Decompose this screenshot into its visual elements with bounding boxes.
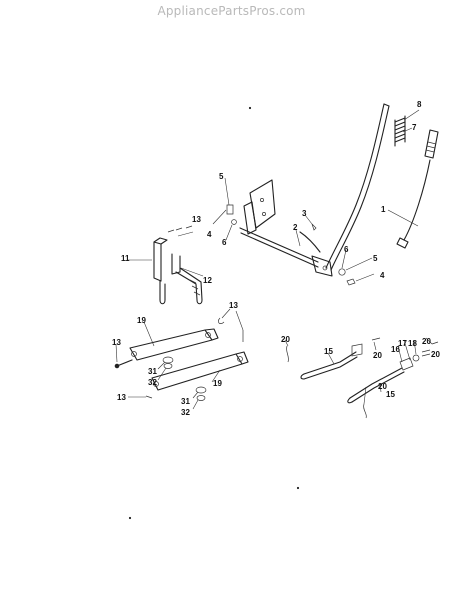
callout-3: 3 bbox=[302, 209, 307, 218]
callout-7: 8 bbox=[417, 100, 422, 109]
callout-31a: 31 bbox=[148, 367, 157, 376]
lift-link-right[interactable] bbox=[171, 253, 203, 305]
callout-13d: 13 bbox=[117, 393, 126, 402]
callout-20c: 20 bbox=[422, 337, 431, 346]
callout-15b: 15 bbox=[386, 390, 395, 399]
small-pins bbox=[286, 337, 439, 419]
callout-labels: 8 7 1 2 3 5 4 6 6 5 4 13 11 12 13 19 13 … bbox=[112, 100, 440, 417]
callout-5a: 5 bbox=[219, 172, 224, 181]
callout-13a: 13 bbox=[192, 215, 201, 224]
handle-grip[interactable] bbox=[424, 129, 439, 159]
callout-20a: 20 bbox=[281, 335, 290, 344]
lower-linkage-upper[interactable] bbox=[300, 343, 363, 380]
callout-11: 11 bbox=[121, 254, 130, 263]
mounting-bracket[interactable] bbox=[243, 179, 276, 235]
callout-31b: 31 bbox=[181, 397, 190, 406]
cotter-pins bbox=[167, 225, 244, 342]
callout-15a: 15 bbox=[324, 347, 333, 356]
callout-4a: 4 bbox=[207, 230, 212, 239]
callout-20b: 20 bbox=[373, 351, 382, 360]
callout-6b: 6 bbox=[344, 245, 349, 254]
spring-part[interactable] bbox=[394, 115, 406, 147]
callout-16: 16 bbox=[391, 345, 400, 354]
control-rod[interactable] bbox=[396, 159, 431, 249]
callout-32b: 32 bbox=[181, 408, 190, 417]
lift-link-left[interactable] bbox=[153, 237, 168, 305]
lift-arm-lower[interactable] bbox=[151, 351, 249, 391]
callout-5b: 5 bbox=[373, 254, 378, 263]
lift-shaft[interactable] bbox=[239, 227, 333, 277]
callout-18: 18 bbox=[408, 339, 417, 348]
hardware-small bbox=[226, 204, 356, 286]
lift-arm-upper[interactable] bbox=[129, 328, 219, 361]
lower-linkage-lower[interactable] bbox=[347, 349, 431, 404]
callout-2: 2 bbox=[293, 223, 298, 232]
site-watermark: AppliancePartsPros.com bbox=[157, 4, 306, 18]
callout-20d: 20 bbox=[431, 350, 440, 359]
leader-lines bbox=[115, 109, 433, 410]
callout-13b: 13 bbox=[229, 301, 238, 310]
callout-13c: 13 bbox=[112, 338, 121, 347]
callout-8: 7 bbox=[412, 123, 417, 132]
callout-12: 12 bbox=[203, 276, 212, 285]
callout-1: 1 bbox=[381, 205, 386, 214]
lift-handle[interactable] bbox=[325, 103, 390, 271]
callout-19b: 19 bbox=[213, 379, 222, 388]
stray-marks bbox=[128, 106, 300, 520]
callout-6a: 6 bbox=[222, 238, 227, 247]
callout-17: 17 bbox=[398, 339, 407, 348]
callout-4b: 4 bbox=[380, 271, 385, 280]
spacers bbox=[114, 356, 207, 401]
callout-19a: 19 bbox=[137, 316, 146, 325]
callout-32a: 32 bbox=[148, 378, 157, 387]
callout-20e: 20 bbox=[378, 382, 387, 391]
